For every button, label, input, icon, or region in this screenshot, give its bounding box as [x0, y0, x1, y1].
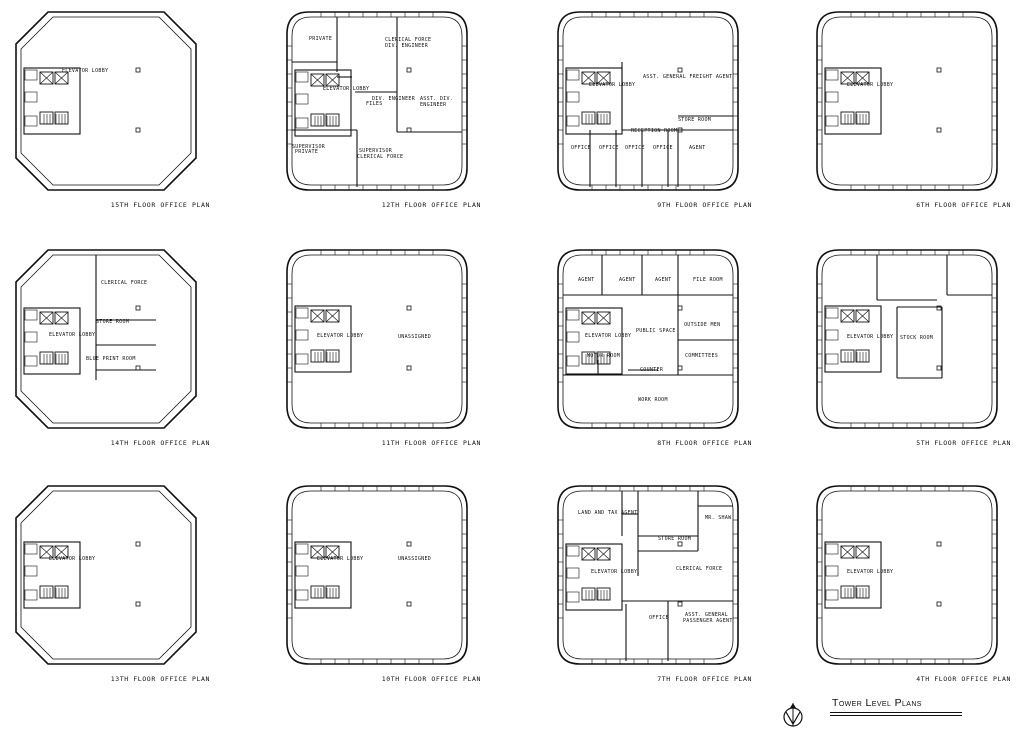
room-label: PRIVATE: [295, 149, 318, 155]
room-label: ELEVATOR LOBBY: [49, 332, 95, 338]
plan-caption: 7TH FLOOR OFFICE PLAN: [657, 675, 752, 683]
room-label: WORK ROOM: [638, 397, 668, 403]
room-label: UNASSIGNED: [398, 556, 431, 562]
room-label: FILE ROOM: [693, 277, 723, 283]
room-label: ENGINEER: [420, 102, 447, 108]
room-label: AGENT: [655, 277, 672, 283]
room-label: ASST. GENERAL: [685, 612, 728, 618]
floor-plan-p10: ELEVATOR LOBBY UNASSIGNED 10TH FLOOR OFFIC…: [286, 485, 481, 683]
room-label: MOTOR ROOM: [587, 353, 620, 359]
sheet-title: Tower Level Plans: [832, 697, 922, 709]
room-label: PRIVATE: [309, 36, 332, 42]
floor-plan-p4: ELEVATOR LOBBY 4TH FLOOR OFFICE PLAN: [816, 485, 1011, 683]
floor-plan-p5: ELEVATOR LOBBY STOCK ROOM 5TH FLOOR OFFICE…: [816, 249, 1011, 447]
room-label: ELEVATOR LOBBY: [847, 569, 893, 575]
room-label: ELEVATOR LOBBY: [317, 333, 363, 339]
room-label: CLERICAL FORCE: [385, 37, 431, 43]
room-label: STOCK ROOM: [900, 335, 933, 341]
room-label: COUNTER: [640, 367, 664, 373]
floor-plan-p9: ASST. GENERAL FREIGHT AGENT ELEVATOR LOBB…: [557, 11, 752, 209]
room-label: AGENT: [689, 145, 706, 151]
room-label: OFFICE: [599, 145, 619, 151]
floor-plan-p6: ELEVATOR LOBBY 6TH FLOOR OFFICE PLAN: [816, 11, 1011, 209]
room-label: ELEVATOR LOBBY: [589, 82, 635, 88]
room-label: ASST. GENERAL FREIGHT AGENT: [643, 74, 732, 80]
floor-plan-p7: LAND AND TAX AGENT MR. SHAW STORE ROOM ELEV…: [557, 485, 752, 683]
floor-plan-p14: CLERICAL FORCE STORE ROOM ELEVATOR LOBBY BL…: [15, 249, 210, 447]
room-label: PASSENGER AGENT: [683, 618, 733, 624]
room-label: AGENT: [578, 277, 595, 283]
room-label: ELEVATOR LOBBY: [49, 556, 95, 562]
room-label: DIV. ENGINEER: [385, 43, 429, 49]
floor-plan-p13: ELEVATOR LOBBY 13TH FLOOR OFFICE PLAN: [15, 485, 210, 683]
room-label: AGENT: [619, 277, 636, 283]
plan-caption: 12TH FLOOR OFFICE PLAN: [382, 201, 481, 209]
room-label: SUPERVISOR: [292, 144, 326, 150]
plan-caption: 11TH FLOOR OFFICE PLAN: [382, 439, 481, 447]
room-label: DIV. ENGINEER: [372, 96, 416, 102]
room-label: ELEVATOR LOBBY: [585, 333, 631, 339]
plan-caption: 14TH FLOOR OFFICE PLAN: [111, 439, 210, 447]
room-label: CLERICAL FORCE: [357, 154, 403, 160]
room-label: STORE ROOM: [658, 536, 691, 542]
room-label: ELEVATOR LOBBY: [847, 334, 893, 340]
room-label: OFFICE: [649, 615, 669, 621]
title-underline: [830, 712, 962, 713]
room-label: COMMITTEES: [685, 353, 718, 359]
room-label: OUTSIDE MEN: [684, 322, 720, 328]
room-label: ELEVATOR LOBBY: [62, 68, 108, 74]
plan-caption: 5TH FLOOR OFFICE PLAN: [916, 439, 1011, 447]
plan-caption: 13TH FLOOR OFFICE PLAN: [111, 675, 210, 683]
room-label: OFFICE: [625, 145, 645, 151]
room-label: ELEVATOR LOBBY: [317, 556, 363, 562]
room-label: CLERICAL FORCE: [101, 280, 147, 286]
room-label: STORE ROOM: [678, 117, 711, 123]
title-underline-second: [830, 715, 962, 716]
room-label: BLUE PRINT ROOM: [86, 356, 136, 362]
room-label: UNASSIGNED: [398, 334, 431, 340]
room-label: PUBLIC SPACE: [636, 328, 676, 334]
plan-caption: 8TH FLOOR OFFICE PLAN: [657, 439, 752, 447]
plan-caption: 15TH FLOOR OFFICE PLAN: [111, 201, 210, 209]
floor-plan-p11: ELEVATOR LOBBY UNASSIGNED 11TH FLOOR OFFIC…: [286, 249, 481, 447]
room-label: ELEVATOR LOBBY: [323, 86, 369, 92]
room-label: STORE ROOM: [96, 319, 129, 325]
floor-plan-p8: AGENT AGENT AGENT FILE ROOM PUBLIC SPACE OUTS…: [557, 249, 752, 447]
room-label: RECEPTION ROOM: [631, 128, 677, 134]
room-label: OFFICE: [571, 145, 591, 151]
plan-caption: 9TH FLOOR OFFICE PLAN: [657, 201, 752, 209]
room-label: CLERICAL FORCE: [676, 566, 722, 572]
north-arrow-icon: [780, 700, 806, 728]
room-label: SUPERVISOR: [359, 148, 393, 154]
room-label: MR. SHAW: [705, 515, 732, 521]
room-label: ELEVATOR LOBBY: [591, 569, 637, 575]
room-label: OFFICE: [653, 145, 673, 151]
floor-plan-p15: ELEVATOR LOBBY 15TH FLOOR OFFICE PLAN: [15, 11, 210, 209]
plan-caption: 10TH FLOOR OFFICE PLAN: [382, 675, 481, 683]
room-label: ASST. DIV.: [420, 96, 453, 102]
plan-caption: 4TH FLOOR OFFICE PLAN: [916, 675, 1011, 683]
room-label: FILES: [366, 101, 383, 107]
room-label: LAND AND TAX AGENT: [578, 510, 638, 516]
plan-caption: 6TH FLOOR OFFICE PLAN: [916, 201, 1011, 209]
room-label: ELEVATOR LOBBY: [847, 82, 893, 88]
